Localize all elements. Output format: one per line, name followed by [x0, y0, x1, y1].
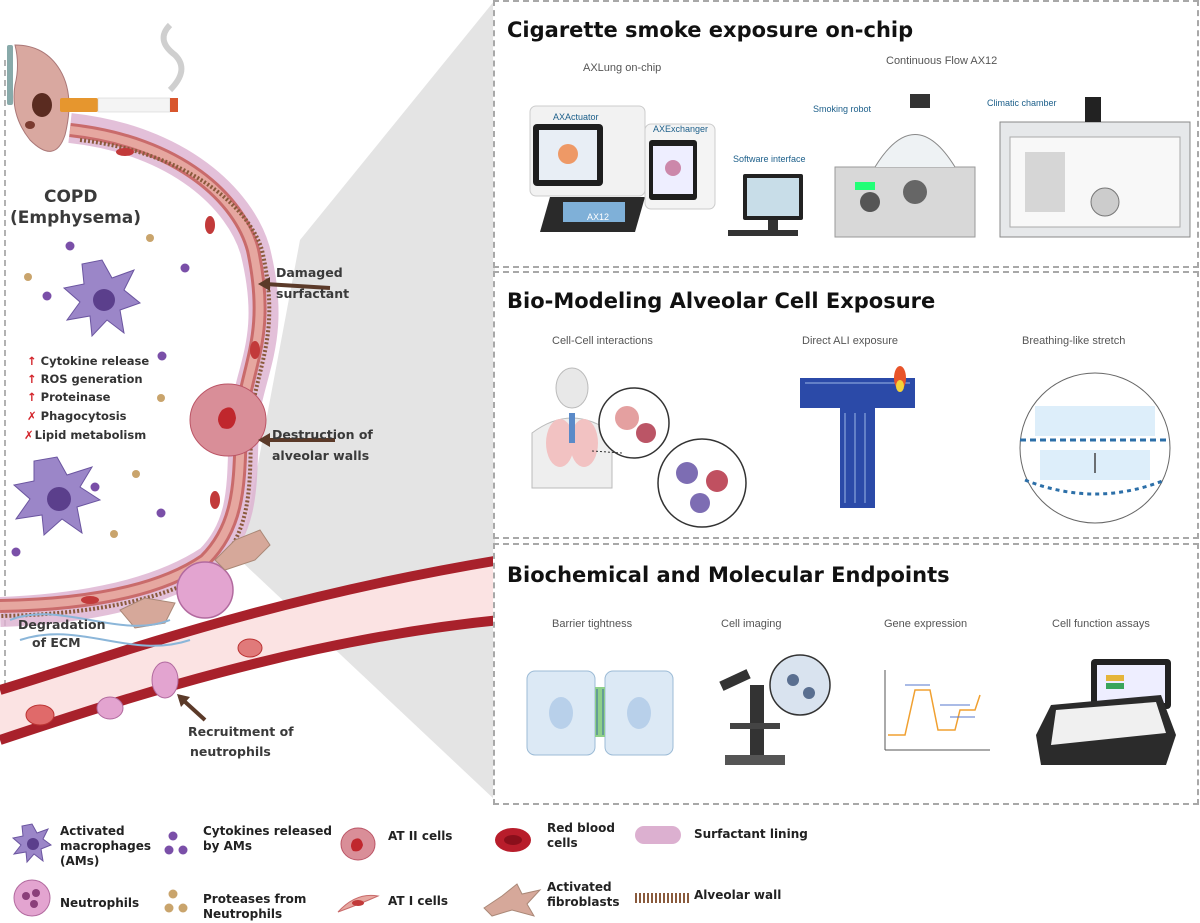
callout-walls: alveolar walls — [272, 448, 370, 463]
legend-fibroblasts: Activated fibroblasts — [547, 880, 620, 909]
macrophage-icon — [12, 456, 102, 537]
label-chamber: Climatic chamber — [987, 98, 1057, 108]
effect-ros: ↑ROS generation — [27, 372, 143, 386]
callout-destruction: Destruction of — [272, 427, 373, 442]
label-barrier: Barrier tightness — [552, 618, 633, 630]
protease-icon — [164, 889, 188, 913]
legend-proteases: Proteases from Neutrophils — [203, 892, 307, 921]
climatic-chamber — [999, 97, 1191, 238]
legend-rbc: Red blood cells — [547, 821, 615, 850]
legend: Activated macrophages (AMs) Cytokines re… — [0, 808, 1200, 923]
plate-reader — [1036, 659, 1176, 765]
panel-title: Cigarette smoke exposure on-chip — [507, 18, 914, 42]
legend-at2: AT II cells — [388, 829, 453, 843]
panel-endpoints: Biochemical and Molecular Endpoints Barr… — [493, 543, 1199, 805]
software-monitor — [728, 174, 803, 236]
lung-icon — [7, 44, 70, 152]
cytokine-icon — [164, 831, 188, 855]
surfactant-icon — [635, 826, 681, 844]
effect-lipid: ✗Lipid metabolism — [24, 428, 147, 442]
label-direct-ali: Direct ALI exposure — [802, 335, 898, 347]
microscope-icon — [719, 654, 831, 765]
callout-damaged: Damaged — [276, 265, 343, 280]
legend-surfactant: Surfactant lining — [694, 827, 808, 841]
label-cell-cell: Cell-Cell interactions — [552, 335, 653, 347]
label-gene: Gene expression — [884, 618, 968, 630]
gene-expression-chart — [884, 670, 990, 751]
legend-neutrophils: Neutrophils — [60, 896, 140, 910]
callout-ecm: of ECM — [32, 635, 81, 650]
cigarette-icon — [60, 22, 185, 113]
macrophage-icon — [62, 259, 142, 338]
label-breathing: Breathing-like stretch — [1022, 335, 1126, 347]
callout-surfactant: surfactant — [276, 286, 350, 301]
effect-proteinase: ↑Proteinase — [27, 390, 111, 404]
label-software: Software interface — [733, 154, 806, 164]
cytokine-dots — [11, 234, 190, 557]
panel-smoke-exposure: Cigarette smoke exposure on-chip AXLung … — [493, 0, 1199, 268]
cell-cell-illustration — [531, 367, 747, 528]
at1-cell-icon — [337, 894, 380, 913]
breathing-stretch-model — [1019, 372, 1171, 524]
copd-title: COPD — [44, 187, 98, 207]
ali-flow-model — [800, 366, 915, 508]
panel-bio-modeling: Bio-Modeling Alveolar Cell Exposure Cell… — [493, 271, 1199, 539]
callout-neutrophils: neutrophils — [190, 744, 271, 759]
copd-subtitle: (Emphysema) — [10, 208, 142, 228]
effect-cytokine: ↑Cytokine release — [27, 354, 150, 368]
legend-cytokines: Cytokines released by AMs — [203, 824, 332, 853]
barrier-cells — [526, 670, 674, 756]
sub-axlung: AXLung on-chip — [583, 62, 662, 74]
macrophage-icon — [11, 823, 53, 864]
label-robot: Smoking robot — [813, 104, 872, 114]
alveolar-wall-icon — [635, 893, 691, 903]
rbc-icon — [495, 828, 531, 852]
neutrophil-icon — [13, 879, 51, 917]
legend-macrophages: Activated macrophages (AMs) — [60, 824, 151, 868]
callout-degradation: Degradation — [18, 617, 106, 632]
dashed-guide — [4, 60, 6, 690]
axactuator-device — [529, 105, 716, 232]
copd-illustration: COPD (Emphysema) ↑Cytokine release ↑ROS … — [0, 0, 501, 800]
at2-cell-icon — [340, 827, 376, 861]
legend-at1: AT I cells — [388, 894, 448, 908]
callout-recruitment: Recruitment of — [188, 724, 294, 739]
effect-phagocytosis: ✗Phagocytosis — [27, 409, 127, 423]
panel-title: Bio-Modeling Alveolar Cell Exposure — [507, 289, 936, 313]
smoking-robot — [834, 94, 976, 238]
label-axactuator: AXActuator — [553, 112, 599, 122]
legend-wall: Alveolar wall — [694, 888, 782, 902]
label-ax12: AX12 — [587, 212, 610, 222]
alveolar-wall — [0, 113, 501, 745]
label-axexchanger: AXExchanger — [653, 124, 709, 134]
fibroblast-icon — [483, 883, 542, 917]
label-imaging: Cell imaging — [721, 618, 782, 630]
label-cell-function: Cell function assays — [1052, 618, 1150, 630]
panel-title: Biochemical and Molecular Endpoints — [507, 563, 950, 587]
sub-continuous-flow: Continuous Flow AX12 — [886, 55, 998, 67]
